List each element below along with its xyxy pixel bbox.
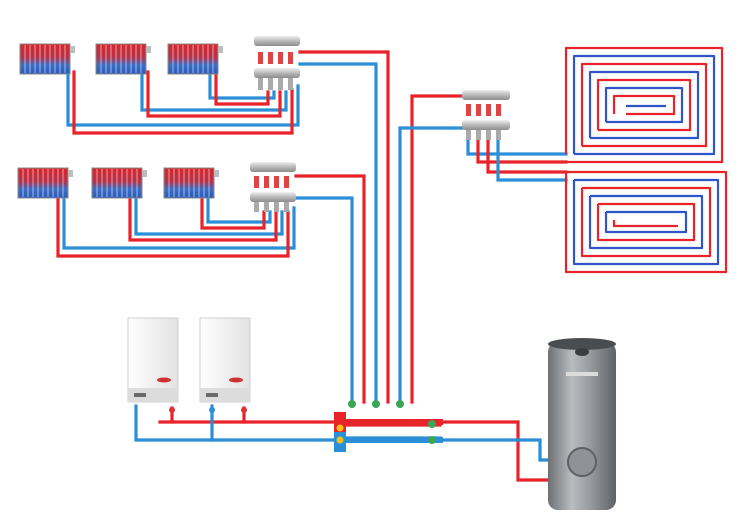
pump-icon xyxy=(396,400,404,408)
pump-icon xyxy=(372,400,380,408)
manifold-upper xyxy=(254,36,300,90)
brand-label-icon xyxy=(566,372,598,376)
pump-icon xyxy=(348,400,356,408)
pipes-risers xyxy=(294,50,464,404)
floor-loop-lower xyxy=(564,170,728,274)
radiators xyxy=(17,43,223,199)
radiator-2 xyxy=(95,43,151,75)
radiator-3 xyxy=(167,43,223,75)
manifold-floor xyxy=(462,90,510,140)
valve-icon xyxy=(209,407,215,413)
brand-badge-icon xyxy=(157,377,171,383)
radiator-valve-icon xyxy=(146,46,151,53)
floor-loop-upper xyxy=(564,46,724,164)
pipes-floor-loops xyxy=(466,136,568,182)
pump-icon xyxy=(428,436,436,444)
manifold-lower xyxy=(250,162,296,212)
radiator-valve-icon xyxy=(218,46,223,53)
radiator-valve-icon xyxy=(70,46,75,53)
pumps xyxy=(169,400,436,444)
valve-icon xyxy=(169,407,175,413)
radiator-6 xyxy=(163,167,219,199)
hot-water-cylinder xyxy=(548,338,616,510)
boiler-left xyxy=(127,317,179,403)
valve-icon xyxy=(241,407,247,413)
pipes-upper-radiators xyxy=(66,70,300,135)
radiator-5 xyxy=(91,167,147,199)
pipes-header xyxy=(134,404,554,482)
brand-badge-icon xyxy=(229,377,243,383)
radiator-valve-icon xyxy=(68,170,73,177)
radiator-valve-icon xyxy=(142,170,147,177)
boiler-right xyxy=(199,317,251,403)
pump-icon xyxy=(428,420,436,428)
radiator-4 xyxy=(17,167,73,199)
radiator-1 xyxy=(19,43,75,75)
hydraulic-separator xyxy=(334,412,346,452)
radiator-valve-icon xyxy=(214,170,219,177)
pipes-lower-radiators xyxy=(56,194,296,258)
